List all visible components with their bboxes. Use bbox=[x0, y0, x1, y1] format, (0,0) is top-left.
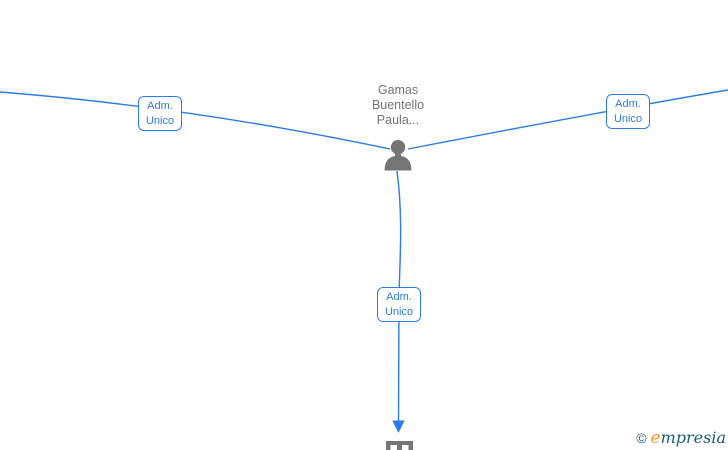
person-icon bbox=[384, 140, 412, 171]
edge-label-left-line1: Adm. bbox=[147, 100, 173, 112]
edge-label-right-line1: Adm. bbox=[615, 98, 641, 110]
edge-label-bottom-line1: Adm. bbox=[386, 291, 412, 303]
empresia-watermark: © empresia bbox=[636, 428, 726, 448]
person-name-line1: Gamas bbox=[377, 83, 419, 97]
company-node[interactable] bbox=[386, 441, 413, 450]
edge-right[interactable] bbox=[407, 89, 728, 150]
edge-label-right[interactable]: Adm. Unico bbox=[606, 94, 650, 129]
edge-label-bottom-line2: Unico bbox=[384, 305, 414, 318]
arrow-down-icon bbox=[392, 420, 405, 433]
person-name-line2: Buentello bbox=[371, 98, 425, 112]
copyright-icon: © bbox=[636, 430, 647, 446]
edge-label-left-line2: Unico bbox=[145, 114, 175, 127]
person-node-title: Gamas Buentello Paula... bbox=[318, 83, 478, 128]
edge-label-right-line2: Unico bbox=[613, 112, 643, 125]
edge-label-left[interactable]: Adm. Unico bbox=[138, 96, 182, 131]
empresia-logo-rest: mpresia bbox=[660, 428, 726, 447]
edge-left[interactable] bbox=[0, 91, 391, 150]
empresia-logo-first-letter: e bbox=[650, 428, 661, 448]
empresia-logo: empresia bbox=[651, 428, 726, 448]
edge-label-bottom[interactable]: Adm. Unico bbox=[377, 287, 421, 322]
person-node[interactable] bbox=[382, 139, 414, 171]
person-name-line3: Paula... bbox=[376, 113, 420, 127]
building-icon bbox=[386, 441, 413, 450]
